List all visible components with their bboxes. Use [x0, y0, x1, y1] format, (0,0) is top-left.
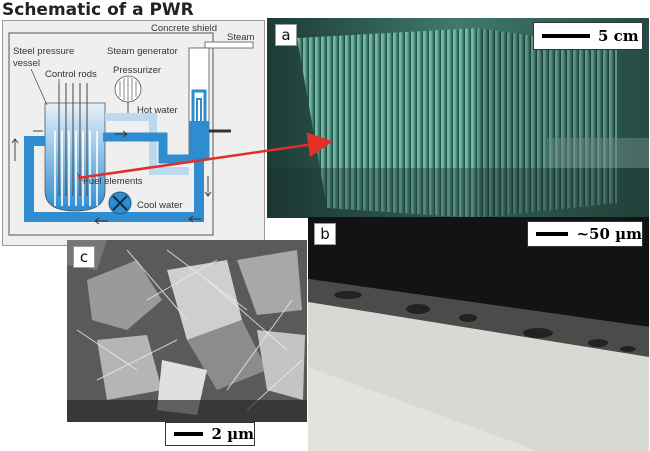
panel-c-micrograph: c — [67, 240, 307, 422]
panel-b-scale-bar: ~50 µm — [527, 221, 643, 247]
panel-a-photo: a 5 cm — [267, 18, 649, 218]
pwr-schematic-drawing: Concrete shield Steam Steel pressure ves… — [8, 23, 255, 236]
cross-section-image — [308, 217, 649, 451]
scale-bar-line — [542, 34, 590, 38]
flow-arrows — [11, 130, 212, 225]
label-cool-water: Cool water — [137, 200, 182, 211]
porous-deposit — [334, 291, 636, 352]
steam-pipe — [204, 41, 254, 49]
panel-a-scale-bar: 5 cm — [533, 22, 643, 50]
concrete-shield-outline — [8, 32, 214, 236]
panel-b-letter: b — [314, 223, 336, 245]
steam-generator-tubes — [191, 89, 207, 159]
panel-c-scale-bar: 2 µm — [165, 422, 255, 446]
label-steam-generator: Steam generator — [107, 46, 178, 57]
panel-c-letter: c — [73, 246, 95, 268]
label-concrete-shield: Concrete shield — [151, 23, 217, 34]
scale-bar-line — [174, 432, 204, 436]
label-steam: Steam — [227, 32, 255, 43]
label-fuel-elements: Fuel elements — [83, 176, 143, 187]
reactor-vessel — [44, 102, 106, 212]
sem-info-bar — [67, 400, 307, 422]
crystal-sem-image — [67, 240, 307, 422]
panel-b-micrograph: b ~50 µm — [308, 217, 649, 451]
figure-title: Schematic of a PWR — [2, 0, 194, 20]
panel-b-scale-label: ~50 µm — [576, 225, 642, 243]
scale-bar-line — [536, 232, 569, 236]
panel-a-scale-label: 5 cm — [598, 27, 639, 45]
fuel-rods — [54, 131, 98, 206]
label-pressurizer: Pressurizer — [113, 65, 161, 76]
panel-a-letter: a — [275, 24, 297, 46]
label-control-rods: Control rods — [45, 69, 97, 80]
cold-leg-pipe — [24, 136, 204, 222]
pwr-schematic: Concrete shield Steam Steel pressure ves… — [2, 20, 265, 246]
panel-c-scale-label: 2 µm — [211, 425, 254, 443]
fuel-assembly-image — [267, 18, 649, 218]
label-steel-pressure-vessel: Steel pressure — [13, 46, 74, 57]
label-vessel: vessel — [13, 58, 40, 69]
label-hot-water: Hot water — [137, 105, 178, 116]
